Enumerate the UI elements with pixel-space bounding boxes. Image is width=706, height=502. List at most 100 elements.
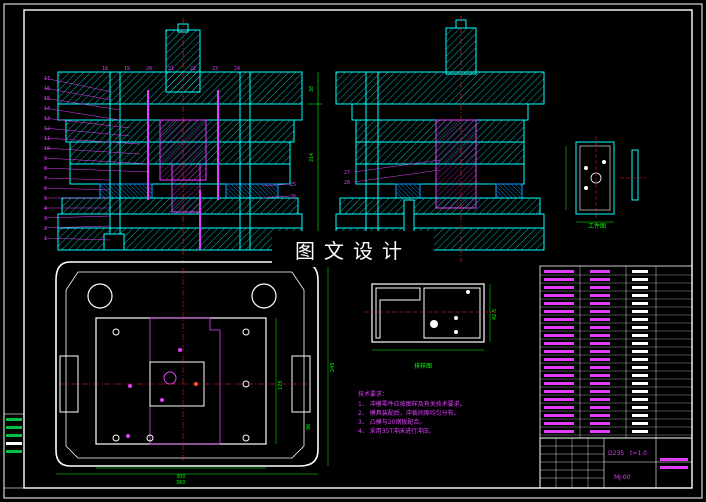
plan-view[interactable]	[55, 261, 329, 475]
bom-cell-text	[632, 390, 648, 393]
bom-cell-text	[544, 430, 574, 433]
watermark-text: 图文设计	[295, 238, 411, 263]
part-number-label: 6	[44, 186, 47, 192]
bom-cell-text	[544, 398, 574, 401]
part-number-label: 15	[44, 96, 50, 102]
strip-layout-view[interactable]	[364, 283, 496, 351]
part-number-label: 7	[44, 176, 47, 182]
bom-cell-text	[590, 342, 610, 345]
bom-cell-text	[544, 414, 574, 417]
bom-cell-text	[632, 422, 648, 425]
part-number-label: 18	[102, 66, 108, 72]
part-number-label: 12	[44, 126, 50, 132]
part-number-label: 28	[344, 180, 350, 186]
bom-cell-text	[590, 422, 610, 425]
bom-cell-text	[632, 286, 648, 289]
technical-notes: 技术要求： 1、 冲模零件应按图样及有关技术要求。 2、 模具装配后，冲裁间隙均…	[358, 390, 466, 435]
bom-cell-text	[544, 406, 574, 409]
part-number-label: 2	[44, 226, 47, 232]
dim-plan-width: 360	[176, 480, 186, 486]
watermark-banner: 图文设计	[272, 231, 434, 267]
part-number-label: 17	[44, 76, 50, 82]
title-material: D235	[608, 450, 624, 457]
bom-cell-text	[590, 398, 610, 401]
bom-table[interactable]	[539, 265, 693, 439]
bom-cell-text	[632, 294, 648, 297]
bom-cell-text	[544, 310, 574, 313]
dim-height-total: 214	[309, 153, 315, 162]
part-number-label: 19	[124, 66, 130, 72]
part-number-label: 4	[44, 206, 47, 212]
strip-layout-label: 排样图	[414, 362, 432, 370]
bom-cell-text	[544, 422, 574, 425]
bom-cell-text	[590, 318, 610, 321]
title-drawing-no: MJ-00	[614, 474, 631, 481]
bom-cell-text	[590, 390, 610, 393]
bom-cell-text	[544, 334, 574, 337]
tech-note-1: 1、 冲模零件应按图样及有关技术要求。	[358, 400, 466, 408]
bom-cell-text	[632, 350, 648, 353]
bom-cell-text	[632, 406, 648, 409]
bom-cell-text	[590, 406, 610, 409]
title-block[interactable]	[539, 437, 693, 489]
strip-dim: 42.5	[492, 309, 498, 320]
part-number-label: 9	[44, 156, 47, 162]
side-section-view[interactable]	[335, 16, 545, 262]
bom-cell-text	[590, 350, 610, 353]
bom-cell-text	[544, 390, 574, 393]
front-section-view[interactable]	[43, 18, 322, 262]
workpiece-view[interactable]	[565, 136, 646, 223]
dim-plan-height: 245	[330, 362, 336, 372]
bom-cell-text	[632, 318, 648, 321]
dim-plan-side2: 96	[306, 424, 312, 430]
bom-cell-text	[590, 358, 610, 361]
bom-cell-text	[544, 302, 574, 305]
bom-cell-text	[632, 374, 648, 377]
bom-cell-text	[590, 374, 610, 377]
inner-frame	[23, 9, 693, 489]
bom-cell-text	[632, 270, 648, 273]
part-number-label: 11	[44, 136, 50, 142]
workpiece-label: 工件图	[588, 222, 606, 230]
part-number-label: 24	[234, 66, 240, 72]
bom-cell-text	[632, 366, 648, 369]
bom-cell-text	[632, 326, 648, 329]
part-number-label: 10	[44, 146, 50, 152]
bom-cell-text	[590, 294, 610, 297]
bom-cell-text	[544, 270, 574, 273]
part-number-label: 22	[190, 66, 196, 72]
part-number-label: 3	[44, 216, 47, 222]
part-number-label: 21	[168, 66, 174, 72]
bom-cell-text	[590, 270, 610, 273]
part-number-label: 5	[44, 196, 47, 202]
bom-cell-text	[590, 278, 610, 281]
part-number-label: 13	[44, 116, 50, 122]
dim-height-top: 38	[309, 86, 315, 92]
tech-note-2: 2、 模具装配后，冲裁间隙均匀分布。	[358, 409, 460, 417]
bom-cell-text	[544, 286, 574, 289]
part-number-label: 25	[290, 182, 296, 188]
bom-cell-text	[544, 342, 574, 345]
bom-cell-text	[544, 374, 574, 377]
bom-cell-text	[590, 334, 610, 337]
tech-notes-title: 技术要求：	[358, 390, 388, 398]
bom-cell-text	[544, 382, 574, 385]
tech-note-4: 4、 采用35T冲床进行冲压。	[358, 427, 435, 435]
bom-cell-text	[544, 350, 574, 353]
bom-cell-text	[632, 398, 648, 401]
bom-cell-text	[632, 334, 648, 337]
part-number-label: 26	[290, 194, 296, 200]
bom-cell-text	[590, 326, 610, 329]
part-number-label: 8	[44, 166, 47, 172]
bom-cell-text	[590, 286, 610, 289]
bom-cell-text	[590, 310, 610, 313]
bom-cell-text	[544, 326, 574, 329]
part-number-label: 16	[44, 86, 50, 92]
bom-cell-text	[590, 382, 610, 385]
part-numbers-right: 25 26	[290, 182, 296, 200]
part-number-label: 1	[44, 236, 47, 242]
